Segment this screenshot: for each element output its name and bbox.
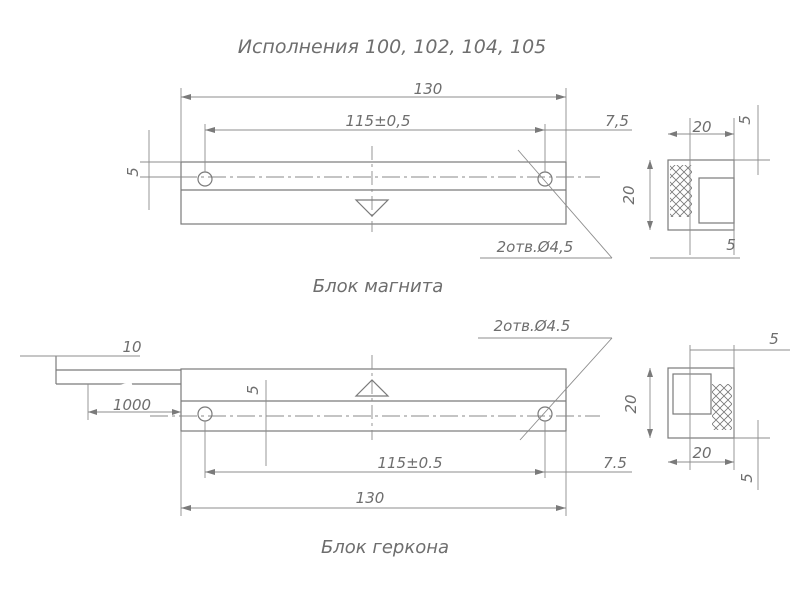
reed-hole-spacing-label: 115±0.5 [377,454,442,472]
reed-holes-label: 2отв.Ø4.5 [494,317,571,335]
magnet-block-caption: Блок магнита [313,276,444,297]
reed-hole-right [537,406,553,422]
reed-hole-left [197,406,213,422]
drawing-title: Исполнения 100, 102, 104, 105 [238,36,547,58]
magnet-section-hatch [698,177,735,224]
reed-block-caption: Блок геркона [321,537,449,558]
magnet-section-width-label: 20 [692,118,711,136]
magnet-section-height-label: 20 [620,185,638,204]
magnet-section-view: 20 20 5 5 [620,105,770,259]
reed-axis-offset-label: 5 [244,385,262,395]
reed-block-view: 10 1000 5 115±0.5 7.5 130 2отв.Ø4.5 Блок… [20,317,632,558]
reed-section-hatch [672,373,712,415]
magnet-edge-offset-label: 7,5 [605,112,629,130]
magnet-hole-spacing-label: 115±0,5 [345,112,410,130]
reed-section-top-label: 5 [769,330,779,348]
magnet-block-view: 130 115±0,5 7,5 5 2отв.Ø4,5 Блок магнита [124,80,632,297]
reed-section-height-label: 20 [622,394,640,413]
magnet-section-bottom-label: 5 [726,236,736,254]
magnet-triangle-mark [354,199,390,217]
magnet-axis-offset-label: 5 [124,167,142,177]
magnet-section-top-label: 5 [736,115,754,125]
reed-edge-offset-label: 7.5 [603,454,627,472]
magnet-holes-label: 2отв.Ø4,5 [497,238,574,256]
magnet-length-label: 130 [414,80,443,98]
reed-section-width-label: 20 [692,444,711,462]
reed-cable-strip-label: 10 [122,338,141,356]
reed-section-bottom-label: 5 [738,473,756,483]
magnet-hole-right [537,171,553,187]
reed-length-label: 130 [356,489,385,507]
reed-triangle-mark [354,379,390,397]
magnet-block-body [180,161,567,225]
reed-section-view: 20 20 5 5 [622,330,790,490]
reed-cable-length-label: 1000 [113,396,151,414]
magnet-hole-left [197,171,213,187]
reed-block-body [180,368,567,432]
